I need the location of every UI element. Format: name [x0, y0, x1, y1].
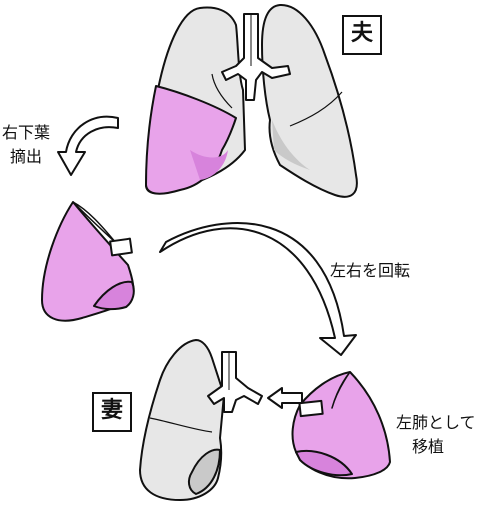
- wife-lung-shadow: [187, 448, 221, 495]
- extract-arrow: [57, 115, 119, 176]
- husband-label: 夫: [342, 15, 382, 55]
- husband-left-lung-shadow: [272, 120, 310, 170]
- rotate-arrow-body: [159, 222, 357, 356]
- transplant-label-line2: 移植: [412, 437, 445, 456]
- husband-fissure-left: [289, 91, 343, 127]
- transplant-lobe-top: [331, 371, 351, 409]
- husband-trachea: [221, 13, 291, 101]
- husband-fissure-right: [211, 73, 233, 109]
- extracted-lobe: [41, 201, 135, 322]
- extracted-bronchus: [109, 237, 133, 257]
- extract-label-line1: 右下葉: [2, 123, 51, 142]
- transplant-bronchus: [298, 399, 324, 418]
- rotate-arrow: [159, 222, 357, 356]
- wife-lungs: [139, 339, 263, 501]
- husband-lobe-shadow: [190, 150, 228, 180]
- extracted-lobe-shadow: [93, 280, 135, 311]
- extract-label-line2: 摘出: [10, 147, 43, 166]
- rotate-label: 左右を回転: [330, 261, 411, 280]
- wife-label: 妻: [92, 392, 132, 432]
- husband-lungs: [145, 3, 358, 198]
- wife-fissure: [149, 417, 213, 433]
- transplant-lobe: [291, 371, 391, 480]
- wife-trachea: [207, 351, 263, 413]
- extract-arrow-body: [57, 115, 119, 176]
- small-arrow: [267, 387, 303, 409]
- transplant-lobe-shadow: [295, 450, 353, 477]
- transplant-label-line1: 左肺として: [396, 413, 476, 432]
